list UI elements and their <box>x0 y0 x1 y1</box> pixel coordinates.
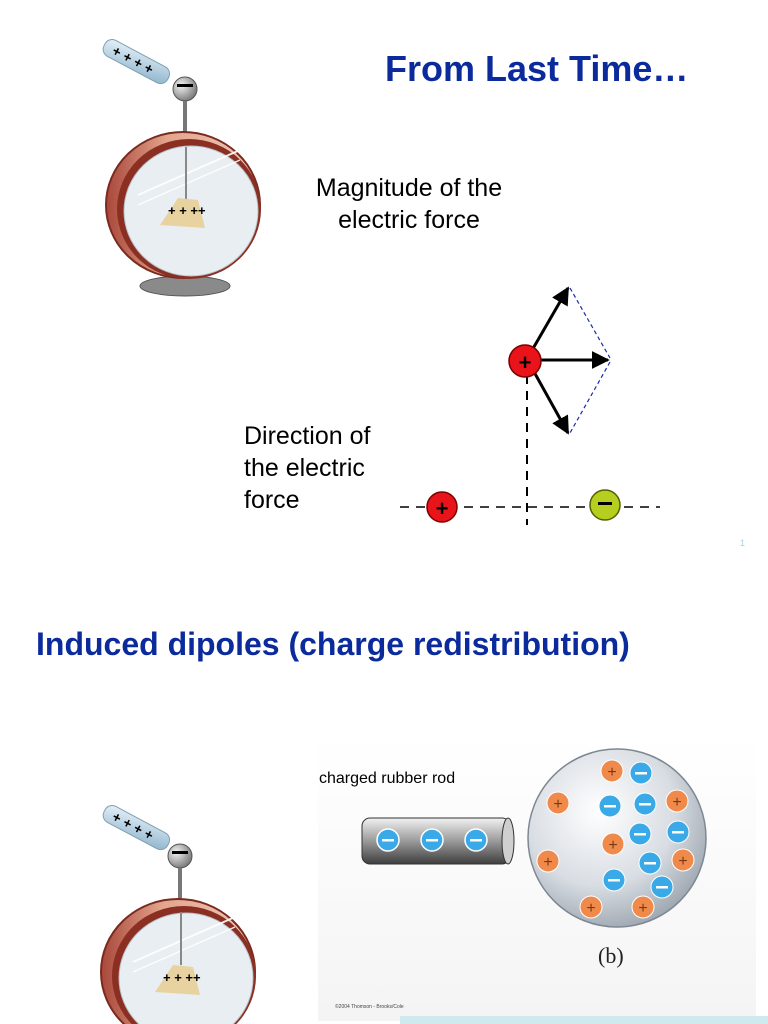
svg-text:+ + + +: + + + + <box>110 42 157 77</box>
slide1-title: From Last Time… <box>385 48 689 89</box>
direction-label-line2: the electric <box>244 454 365 482</box>
electroscope-ball <box>172 76 198 102</box>
svg-text:+: + <box>607 764 616 781</box>
induced-sphere: + + + + + + + + <box>527 748 707 928</box>
direction-label-line1: Direction of <box>244 422 371 450</box>
copyright-text: ©2004 Thomson - Brooks/Cole <box>335 1004 404 1010</box>
force-arrow-up <box>529 286 570 353</box>
rod-label: charged rubber rod <box>319 770 456 787</box>
force-diagram: + + <box>400 286 660 525</box>
electroscope-top: + + + + + + ++ <box>102 39 261 297</box>
electroscope-leaves <box>160 198 205 228</box>
svg-text:+: + <box>436 496 449 521</box>
force-arrow-down <box>531 369 570 435</box>
svg-text:+: + <box>638 900 647 917</box>
bottom-band <box>400 1016 768 1024</box>
rubber-rod <box>361 817 515 865</box>
svg-text:+: + <box>586 900 595 917</box>
slide2-title: Induced dipoles (charge redistribution) <box>36 626 630 662</box>
electroscope-base <box>139 275 231 297</box>
svg-text:+: + <box>608 837 617 854</box>
svg-text:+ + ++: + + ++ <box>168 203 206 218</box>
sphere-negative-charges <box>598 761 690 899</box>
sphere-positive-charges: + + + + + + + + <box>536 759 695 919</box>
svg-text:+: + <box>553 796 562 813</box>
electroscope-bottom: + + + + + + ++ <box>100 805 256 1024</box>
positive-charge-top <box>508 344 542 378</box>
page-number: 1 <box>740 538 746 548</box>
svg-text:+: + <box>519 350 532 375</box>
svg-text:+: + <box>543 854 552 871</box>
magnitude-label-line2: electric force <box>338 206 480 234</box>
electroscope-stem <box>183 101 187 147</box>
direction-label: Direction of the electric force <box>244 420 370 516</box>
svg-text:+: + <box>678 853 687 870</box>
panel-label: (b) <box>598 943 624 968</box>
positive-charge-bottom <box>426 491 458 523</box>
svg-text:+: + <box>672 794 681 811</box>
magnitude-label: Magnitude of the electric force <box>289 172 529 236</box>
svg-text:+ + + +: + + + + <box>110 808 157 843</box>
glass-rod-top: + + + + <box>102 39 171 85</box>
glass-rod-bottom: + + + + <box>102 805 171 851</box>
rod-negative-charges <box>376 828 488 852</box>
magnitude-label-line1: Magnitude of the <box>315 174 503 202</box>
direction-label-line3: force <box>244 486 300 514</box>
svg-text:+ + ++: + + ++ <box>163 970 201 985</box>
